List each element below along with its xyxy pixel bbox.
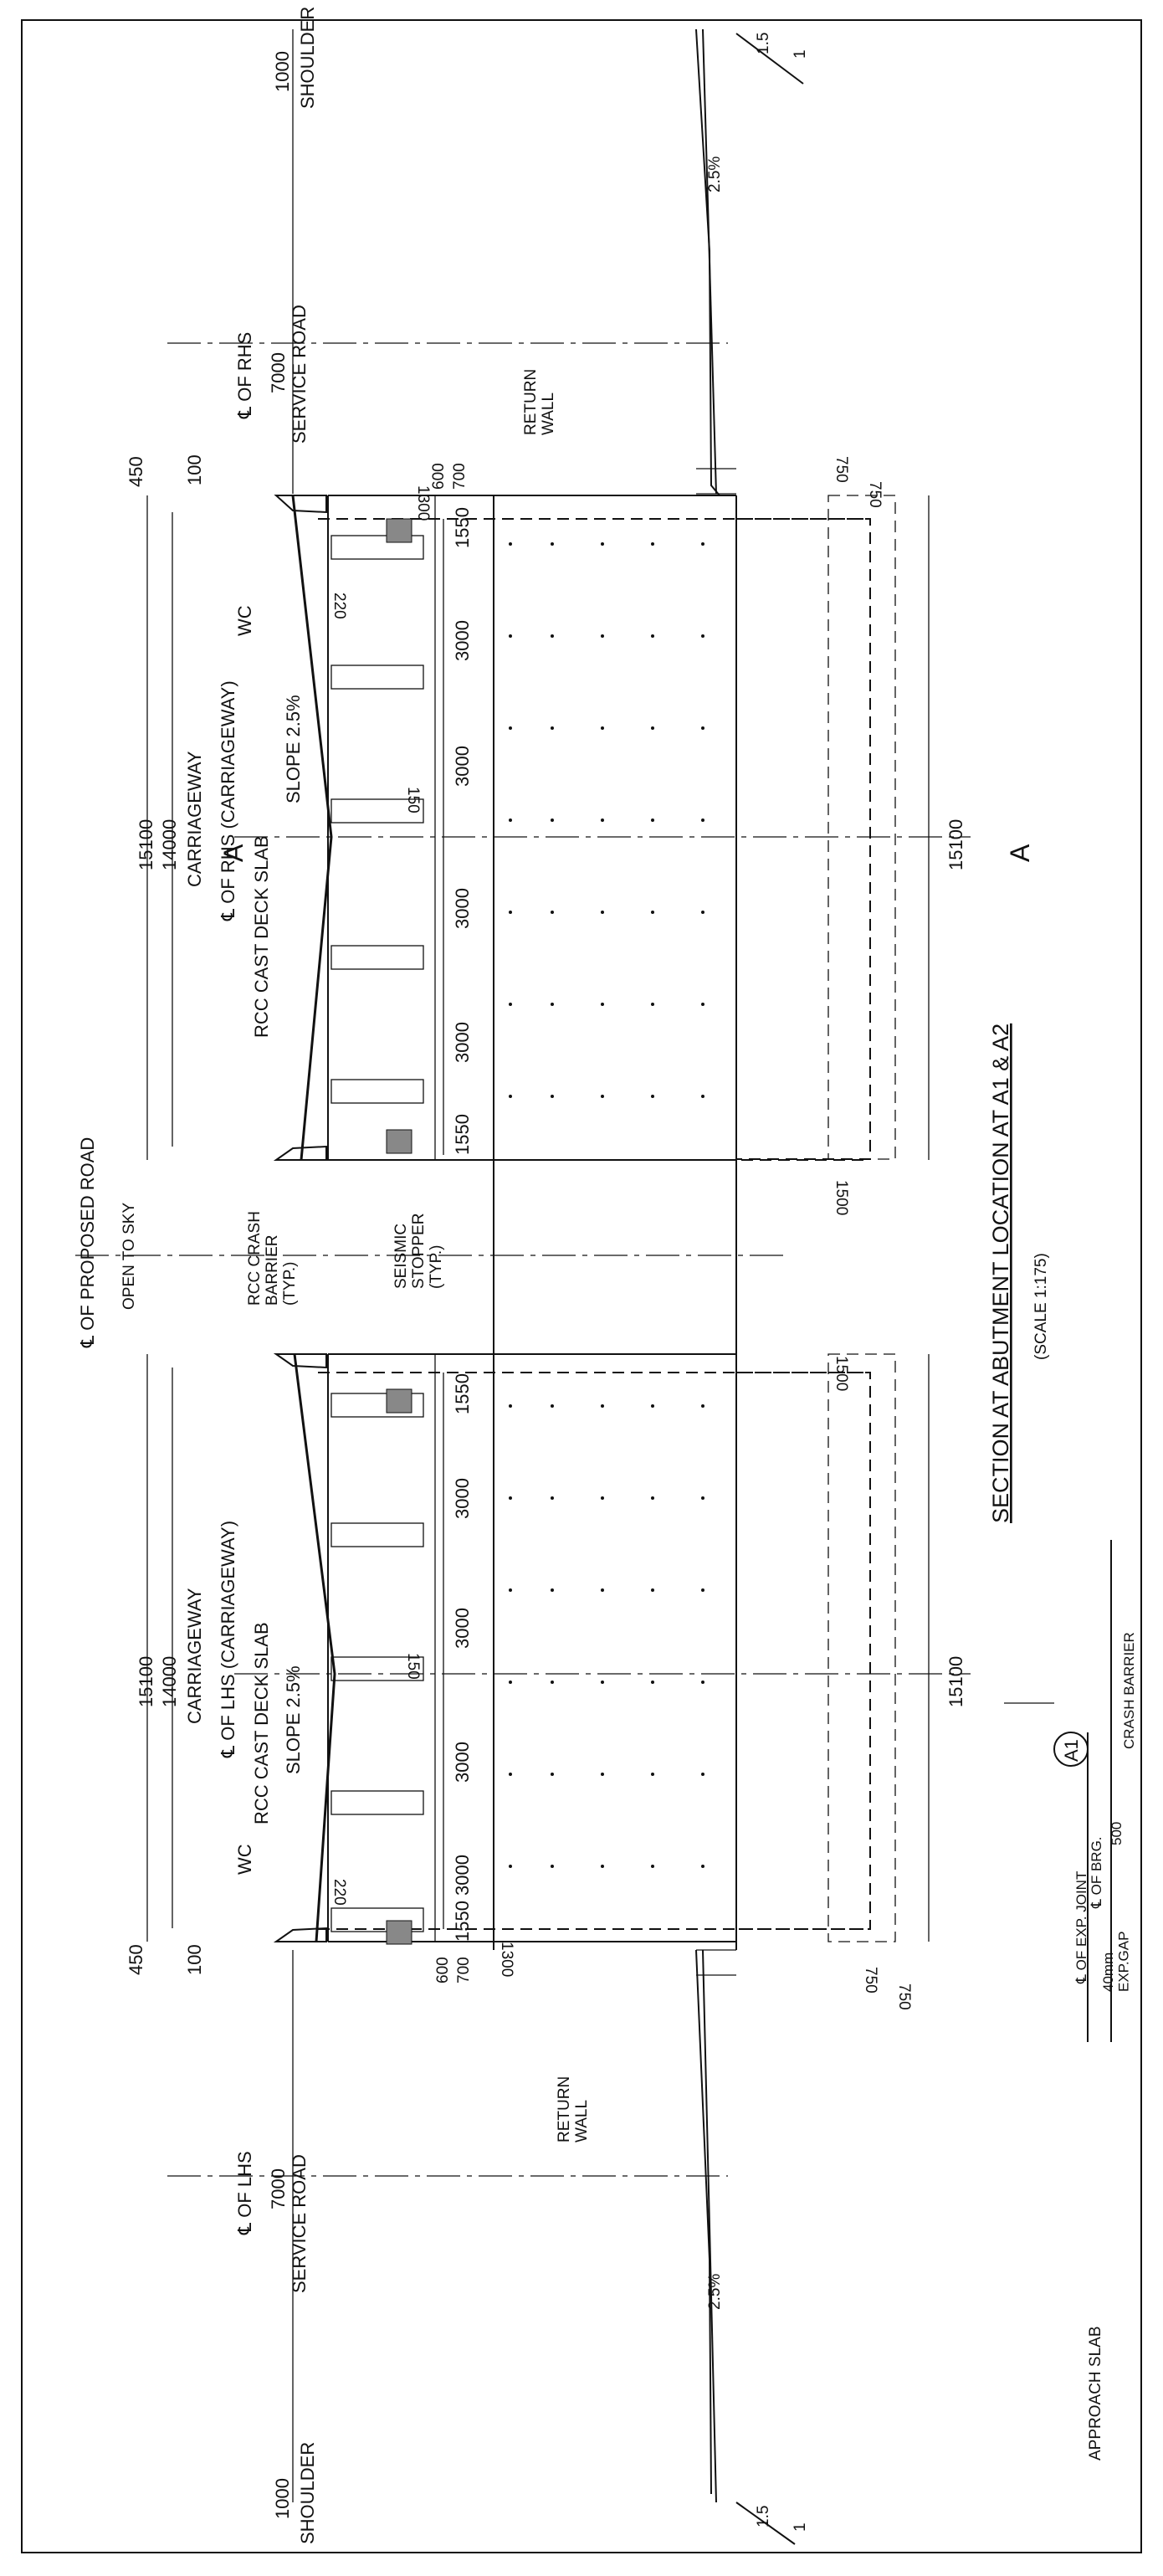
dim-14000-rhs: 14000 — [159, 819, 180, 870]
dim-700-rhs: 700 — [451, 463, 469, 490]
slope-rhs: SLOPE 2.5% — [283, 695, 304, 803]
dim-1550-lhs-top: 1550 — [452, 1373, 473, 1414]
title: SECTION AT ABUTMENT LOCATION AT A1 & A2 — [988, 1024, 1013, 1523]
dim-15100-bottom-lhs: 15100 — [945, 1656, 966, 1707]
cl-brg: ℄ OF BRG. — [1089, 1836, 1104, 1909]
dim-700-lhs: 700 — [455, 1957, 473, 1983]
dim-3000-lhs-1: 3000 — [452, 1478, 473, 1519]
dim-450-lhs: 450 — [126, 1944, 146, 1975]
service-slope-bottom: 2.5% — [706, 2274, 724, 2310]
dim-1550-rhs-top: 1550 — [452, 507, 473, 548]
dim-3000-rhs-3: 3000 — [452, 888, 473, 929]
scale: (SCALE 1:175) — [1032, 1253, 1050, 1360]
dim-100-rhs: 100 — [184, 454, 205, 485]
detail-crash-barrier: CRASH BARRIER — [1121, 1632, 1137, 1749]
dim-450-rhs: 450 — [126, 456, 146, 487]
exp-joint: ℄ OF EXP. JOINT — [1073, 1871, 1089, 1984]
shoulder-rhs: SHOULDER — [297, 7, 318, 109]
shoulder-lhs: SHOULDER — [297, 2442, 318, 2544]
dim-3000-lhs-3: 3000 — [452, 1742, 473, 1783]
side-slope-h-bottom: 1.5 — [755, 2506, 772, 2527]
dim-3000-lhs-4: 3000 — [452, 1855, 473, 1896]
dim-500: 500 — [1109, 1822, 1125, 1845]
dim-1000-rhs: 1000 — [272, 51, 293, 92]
dim-3000-rhs-2: 3000 — [452, 746, 473, 787]
side-slope-h-top: 1.5 — [755, 33, 772, 54]
service-road-lhs: SERVICE ROAD — [289, 2154, 310, 2293]
dim-1550-rhs-bottom: 1550 — [452, 1114, 473, 1155]
dim-150-lhs: 150 — [404, 1653, 422, 1680]
dim-750-rhs-a: 750 — [833, 456, 850, 483]
cl-proposed-road: ℄ OF PROPOSED ROAD — [77, 1137, 98, 1348]
side-slope-v-top: 1 — [792, 49, 809, 59]
dim-7000-lhs: 7000 — [268, 2168, 289, 2209]
dim-3000-lhs-2: 3000 — [452, 1608, 473, 1649]
dim-15100-top-lhs: 15100 — [136, 1656, 156, 1707]
crash-barrier-label: RCC CRASHBARRIER(TYP.) — [246, 1211, 299, 1306]
dim-3000-rhs-1: 3000 — [452, 620, 473, 661]
dim-1500-rhs: 1500 — [833, 1180, 850, 1215]
dim-220-rhs: 220 — [330, 593, 348, 619]
text-layer: SECTION AT ABUTMENT LOCATION AT A1 & A2 … — [77, 7, 1137, 2544]
rcc-deck-slab-rhs: RCC CAST DECK SLAB — [251, 835, 272, 1038]
service-slope-top: 2.5% — [706, 157, 724, 192]
dim-3000-rhs-4: 3000 — [452, 1022, 473, 1063]
a1-tag: A1 — [1061, 1739, 1082, 1762]
dim-1500-lhs: 1500 — [833, 1356, 850, 1391]
slope-lhs: SLOPE 2.5% — [283, 1665, 304, 1774]
wc-lhs: WC — [234, 1844, 255, 1875]
dim-750-rhs-b: 750 — [866, 481, 884, 508]
exp-gap: 40mmEXP.GAP — [1100, 1932, 1132, 1992]
dim-15100-bottom-rhs: 15100 — [945, 819, 966, 870]
dim-1550-lhs-bottom: 1550 — [452, 1901, 473, 1942]
return-wall-rhs: RETURNWALL — [522, 369, 557, 435]
dim-1300-lhs: 1300 — [498, 1942, 515, 1977]
dim-600-rhs: 600 — [430, 463, 448, 490]
section-marker-top: A — [218, 844, 248, 862]
dim-150-rhs: 150 — [404, 787, 422, 813]
return-wall-lhs: RETURNWALL — [556, 2076, 591, 2142]
carriageway-lhs: CARRIAGEWAY — [184, 1588, 205, 1724]
dim-7000-rhs: 7000 — [268, 352, 289, 393]
dim-750-lhs-b: 750 — [895, 1983, 913, 2010]
cl-rhs: ℄ OF RHS — [234, 332, 255, 419]
carriageway-rhs: CARRIAGEWAY — [184, 751, 205, 887]
cl-lhs: ℄ OF LHS — [234, 2151, 255, 2235]
dim-600-lhs: 600 — [434, 1957, 452, 1983]
side-slope-v-bottom: 1 — [792, 2522, 809, 2532]
rcc-deck-slab-lhs: RCC CAST DECK SLAB — [251, 1622, 272, 1824]
dim-220-lhs: 220 — [330, 1879, 348, 1906]
dim-100-lhs: 100 — [184, 1944, 205, 1975]
sheet-border — [21, 19, 1142, 2553]
dim-1300-rhs: 1300 — [414, 485, 432, 521]
open-to-sky: OPEN TO SKY — [120, 1203, 138, 1310]
wc-rhs: WC — [234, 605, 255, 636]
section-marker-bottom: A — [1005, 844, 1035, 862]
dim-1000-lhs: 1000 — [272, 2478, 293, 2519]
bridge-section-structure — [75, 28, 971, 2545]
a1-joint-detail — [1004, 1540, 1112, 2042]
approach-slab: APPROACH SLAB — [1087, 2327, 1104, 2461]
dim-14000-lhs: 14000 — [159, 1656, 180, 1707]
service-road-rhs: SERVICE ROAD — [289, 305, 310, 444]
cl-rhs-carriageway: ℄ OF RHS (CARRIAGEWAY) — [218, 680, 238, 921]
seismic-stopper-label: SEISMICSTOPPER(TYP.) — [392, 1214, 445, 1289]
cl-lhs-carriageway: ℄ OF LHS (CARRIAGEWAY) — [218, 1521, 238, 1758]
dim-15100-top-rhs: 15100 — [136, 819, 156, 870]
dim-750-lhs-a: 750 — [862, 1967, 879, 1994]
